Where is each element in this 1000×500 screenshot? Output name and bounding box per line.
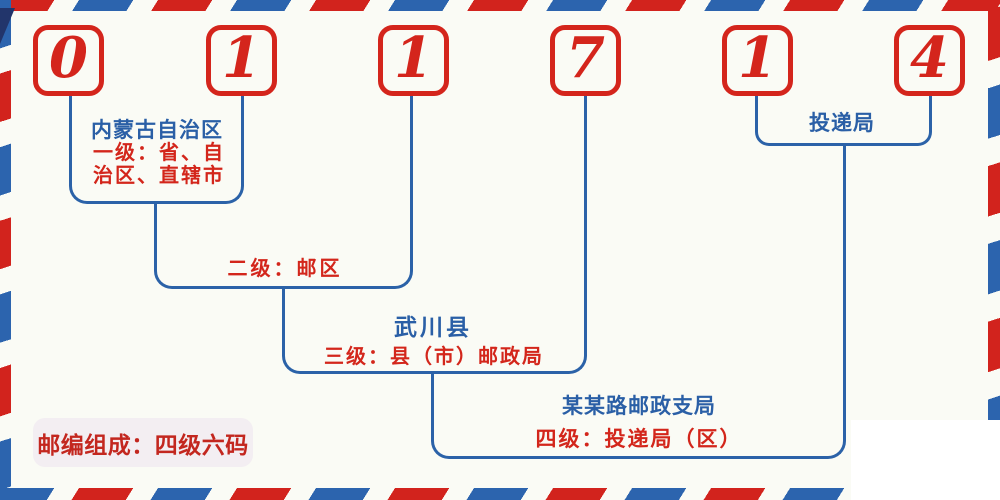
footer-note-badge: 邮编组成：四级六码 bbox=[33, 418, 253, 467]
level-2-label: 二级：邮区 bbox=[227, 258, 343, 280]
postal-digit-4: 7 bbox=[566, 24, 605, 91]
level-1-bracket bbox=[69, 96, 244, 204]
postal-digit-box-1: 0 bbox=[33, 25, 104, 96]
postal-digit-box-5: 1 bbox=[722, 25, 793, 96]
delivery-bureau-label: 投递局 bbox=[809, 112, 875, 135]
postal-digit-2: 1 bbox=[222, 24, 261, 91]
level-2-bracket bbox=[154, 203, 413, 289]
postal-digit-6: 4 bbox=[910, 24, 949, 91]
postal-digit-box-6: 4 bbox=[894, 25, 965, 96]
level-1-place-name: 内蒙古自治区 bbox=[91, 119, 223, 142]
postal-digit-5: 1 bbox=[738, 24, 777, 91]
level-4-bracket bbox=[431, 374, 846, 459]
airmail-border-right bbox=[988, 0, 1000, 500]
airmail-border-left bbox=[0, 0, 11, 500]
postal-digit-box-2: 1 bbox=[206, 25, 277, 96]
connector-line-digit4 bbox=[584, 96, 587, 292]
postal-digit-1: 0 bbox=[49, 24, 88, 91]
corner-mask bbox=[851, 420, 1000, 500]
level-1-label: 一级：省、自治区、直辖市 bbox=[93, 142, 225, 188]
delivery-bureau-bracket bbox=[755, 96, 932, 146]
level-4-place-name: 某某路邮政支局 bbox=[562, 395, 716, 418]
connector-line-delivery bbox=[843, 145, 846, 377]
level-3-label: 三级：县（市）邮政局 bbox=[324, 346, 544, 368]
level-3-place-name: 武川县 bbox=[394, 314, 472, 340]
airmail-border-bottom bbox=[0, 488, 1000, 500]
level-3-bracket bbox=[282, 289, 587, 374]
postal-digit-3: 1 bbox=[394, 24, 433, 91]
postal-digit-box-3: 1 bbox=[378, 25, 449, 96]
postal-digit-box-4: 7 bbox=[550, 25, 621, 96]
connector-line-digit3 bbox=[410, 96, 413, 206]
footer-note-text: 邮编组成：四级六码 bbox=[37, 431, 249, 458]
level-4-label: 四级：投递局（区） bbox=[535, 428, 743, 451]
airmail-border-top bbox=[0, 0, 1000, 11]
